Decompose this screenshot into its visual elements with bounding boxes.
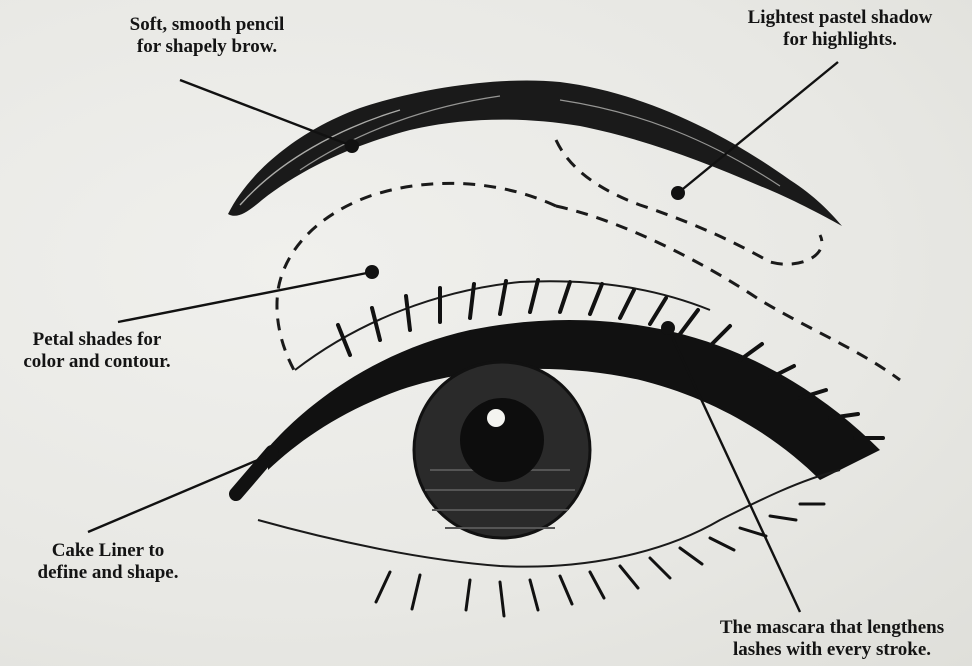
label-brow-line1: Soft, smooth pencil — [92, 14, 322, 36]
pupil — [460, 398, 544, 482]
iris — [414, 362, 590, 538]
label-highlight-shadow: Lightest pastel shadow for highlights. — [720, 7, 960, 51]
label-cake-liner: Cake Liner to define and shape. — [8, 540, 208, 584]
label-liner-line2: define and shape. — [8, 562, 208, 584]
label-brow-line2: for shapely brow. — [92, 36, 322, 58]
label-highlight-line2: for highlights. — [720, 29, 960, 51]
catchlight — [487, 409, 505, 427]
label-petal-shades: Petal shades for color and contour. — [2, 329, 192, 373]
label-brow-pencil: Soft, smooth pencil for shapely brow. — [92, 14, 322, 58]
label-mascara: The mascara that lengthens lashes with e… — [692, 617, 972, 661]
eyebrow — [228, 80, 842, 226]
label-highlight-line1: Lightest pastel shadow — [720, 7, 960, 29]
label-mascara-line2: lashes with every stroke. — [692, 639, 972, 661]
label-mascara-line1: The mascara that lengthens — [692, 617, 972, 639]
label-liner-line1: Cake Liner to — [8, 540, 208, 562]
highlight-dashed-area — [556, 140, 822, 264]
label-petal-line2: color and contour. — [2, 351, 192, 373]
label-petal-line1: Petal shades for — [2, 329, 192, 351]
